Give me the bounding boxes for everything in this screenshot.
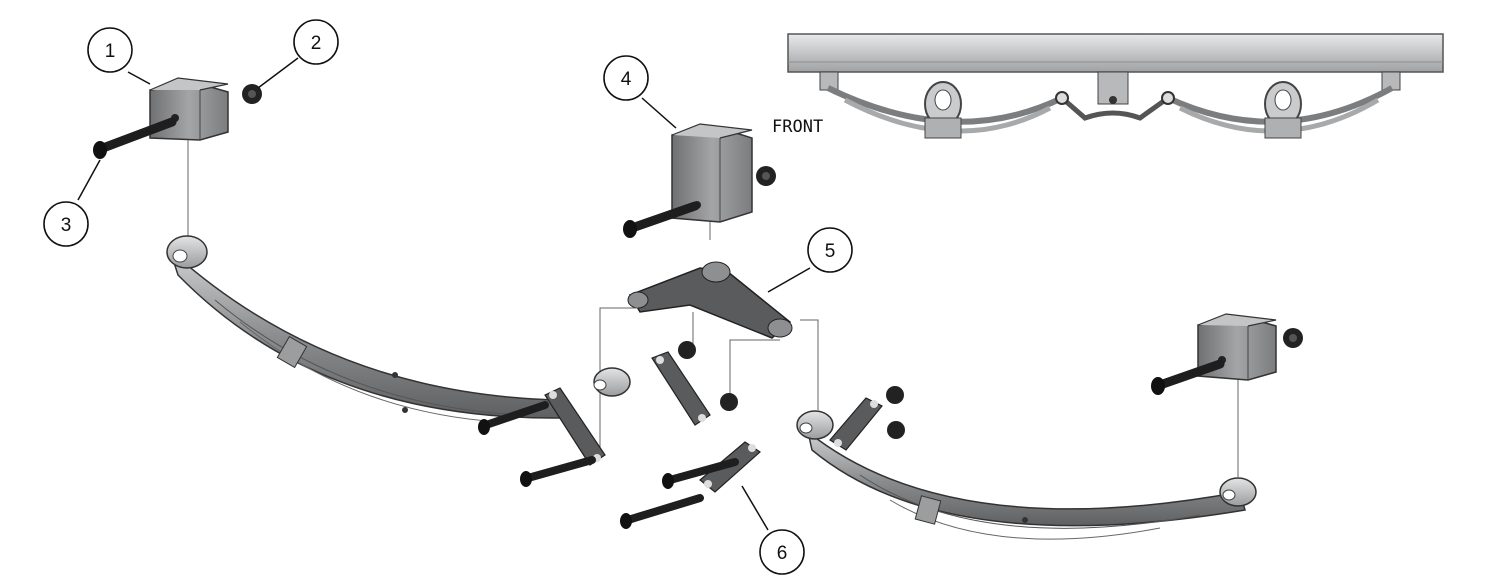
rear-hanger-bolt xyxy=(1151,359,1225,395)
center-shackle-link xyxy=(651,351,711,426)
front-hanger-nut xyxy=(242,84,262,104)
front-leaf-spring xyxy=(166,235,561,423)
rear-hanger-nut xyxy=(1283,328,1303,348)
callout-2: 2 xyxy=(293,19,339,65)
callout-5: 5 xyxy=(807,227,853,273)
inset-axle-seat-rear xyxy=(1264,81,1302,139)
spring-eye-bushing-left xyxy=(593,367,631,397)
callout-1: 1 xyxy=(87,27,133,73)
svg-text:4: 4 xyxy=(621,69,632,90)
callout-6: 6 xyxy=(759,529,805,575)
shackle-bolt xyxy=(520,456,596,487)
shackle-bolt xyxy=(662,458,739,489)
callout-3: 3 xyxy=(43,201,89,247)
shackle-nut xyxy=(720,393,738,411)
frame-rail xyxy=(787,33,1444,73)
svg-text:3: 3 xyxy=(61,215,72,236)
svg-text:5: 5 xyxy=(825,241,836,262)
front-label: FRONT xyxy=(772,117,823,137)
shackle-bolt xyxy=(620,494,704,529)
svg-text:1: 1 xyxy=(105,41,116,62)
rear-leaf-spring xyxy=(796,410,1257,540)
equalizer xyxy=(627,261,793,339)
callout-4: 4 xyxy=(603,55,649,101)
shackle-bolt xyxy=(478,401,549,435)
inset-equalizer xyxy=(1060,95,1170,121)
center-hanger-nut xyxy=(756,166,776,186)
front-hanger-bolt xyxy=(93,117,177,159)
inset-axle-seat-front xyxy=(924,81,962,139)
svg-text:2: 2 xyxy=(311,33,322,54)
svg-text:6: 6 xyxy=(777,543,788,564)
center-hanger-bolt xyxy=(623,201,700,238)
front-upper-shackle-link xyxy=(829,397,883,451)
front-shackle-link xyxy=(544,387,606,466)
shackle-nut xyxy=(678,341,696,359)
assembled-inset-view xyxy=(787,33,1444,139)
front-hanger-bracket xyxy=(149,77,229,141)
shackle-nut xyxy=(887,421,905,439)
shackle-nut xyxy=(886,386,904,404)
